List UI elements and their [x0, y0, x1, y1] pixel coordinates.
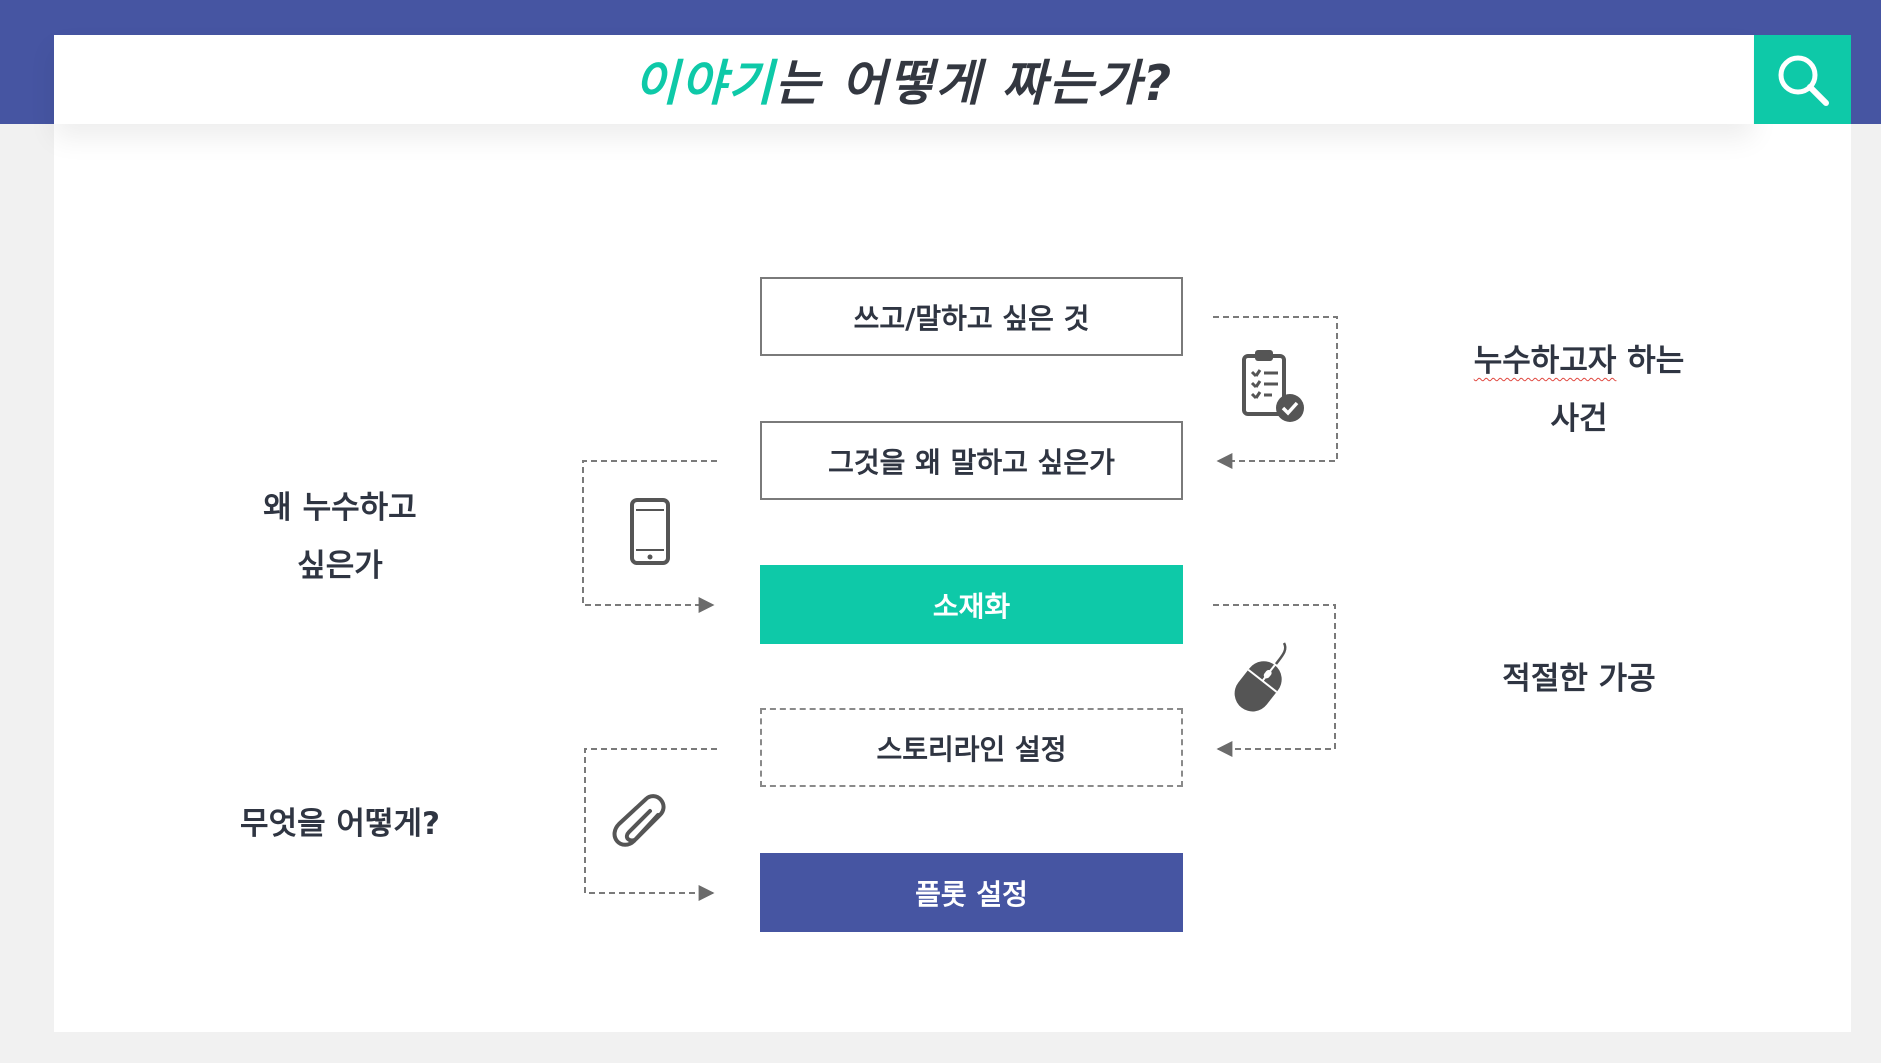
label-incident: 누수하고자 하는 사건 [1450, 332, 1708, 448]
flow-box-why-say: 그것을 왜 말하고 싶은가 [760, 421, 1183, 500]
search-icon [1778, 55, 1829, 106]
connector-left-bottom [584, 748, 717, 901]
title-accent: 이야기 [633, 55, 776, 112]
flow-box-label: 그것을 왜 말하고 싶은가 [828, 445, 1115, 479]
label-why-leak-line2: 싶은가 [297, 548, 383, 584]
title-rest: 는 어떻게 짜는가? [775, 55, 1174, 112]
flow-box-storyline: 스토리라인 설정 [760, 708, 1183, 787]
label-proper-processing-text: 적절한 가공 [1502, 661, 1656, 697]
label-incident-word: 누수하고자 [1473, 343, 1617, 379]
mobile-phone-icon [630, 498, 670, 565]
flow-box-what-to-say: 쓰고/말하고 싶은 것 [760, 277, 1183, 356]
clipboard-check-icon [1242, 350, 1304, 422]
flow-box-label: 소재화 [932, 589, 1011, 623]
title-bar: 이야기는 어떻게 짜는가? [54, 35, 1753, 124]
label-why-leak: 왜 누수하고 싶은가 [210, 479, 470, 595]
page-title: 이야기는 어떻게 짜는가? [634, 44, 1173, 115]
flow-box-plot: 플롯 설정 [760, 853, 1183, 932]
search-button[interactable] [1754, 35, 1851, 124]
flow-box-label: 스토리라인 설정 [876, 732, 1067, 766]
label-why-leak-line1: 왜 누수하고 [263, 490, 417, 526]
mouse-icon [1234, 642, 1287, 712]
label-incident-word2: 하는 [1627, 343, 1685, 379]
paperclip-icon [612, 794, 666, 847]
label-what-how-text: 무엇을 어떻게? [240, 806, 440, 842]
connector-right-bottom [1213, 604, 1336, 757]
label-what-how: 무엇을 어떻게? [200, 795, 480, 853]
connector-left-top [582, 460, 717, 613]
flow-box-label: 쓰고/말하고 싶은 것 [853, 301, 1090, 335]
label-proper-processing: 적절한 가공 [1450, 650, 1708, 708]
label-incident-line2: 사건 [1550, 401, 1608, 437]
connector-right-top [1213, 316, 1338, 469]
flow-box-materialize: 소재화 [760, 565, 1183, 644]
flow-box-label: 플롯 설정 [915, 877, 1028, 911]
